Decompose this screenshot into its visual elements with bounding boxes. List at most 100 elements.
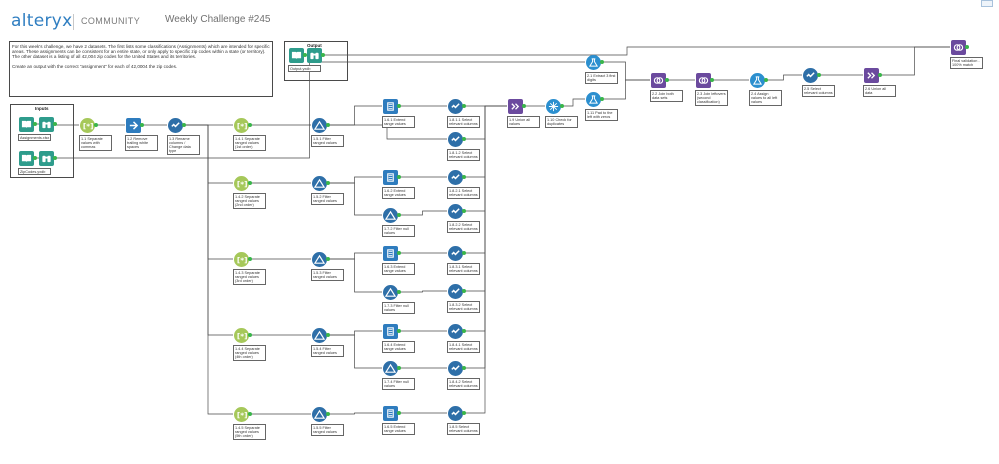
output-anchor[interactable] — [462, 209, 466, 213]
tool-g162[interactable] — [382, 169, 398, 185]
output-anchor[interactable] — [53, 122, 57, 126]
output-anchor[interactable] — [665, 78, 669, 82]
tool-t145[interactable]: [*] — [233, 406, 249, 422]
tool-t142[interactable]: [*] — [233, 175, 249, 191]
output-anchor[interactable] — [303, 53, 307, 57]
connection-f153-g163[interactable] — [327, 252, 382, 260]
output-anchor[interactable] — [326, 123, 330, 127]
output-anchor[interactable] — [462, 137, 466, 141]
tool-j22[interactable] — [650, 72, 666, 88]
output-anchor[interactable] — [326, 333, 330, 337]
output-anchor[interactable] — [878, 73, 882, 77]
output-anchor[interactable] — [462, 289, 466, 293]
output-anchor[interactable] — [397, 104, 401, 108]
tool-s1821[interactable] — [447, 169, 463, 185]
output-anchor[interactable] — [397, 329, 401, 333]
output-anchor[interactable] — [94, 123, 98, 127]
tool-s111[interactable] — [585, 91, 601, 107]
output-anchor[interactable] — [764, 78, 768, 82]
tool-s185[interactable] — [447, 405, 463, 421]
connection-f155-g165[interactable] — [327, 412, 382, 415]
tool-s21[interactable] — [585, 54, 601, 70]
tool-s1842[interactable] — [447, 360, 463, 376]
output-anchor[interactable] — [397, 251, 401, 255]
output-anchor[interactable] — [33, 156, 37, 160]
output-anchor[interactable] — [397, 213, 401, 217]
output-anchor[interactable] — [462, 411, 466, 415]
output-anchor[interactable] — [248, 123, 252, 127]
output-anchor[interactable] — [817, 73, 821, 77]
tool-s1811[interactable] — [447, 98, 463, 114]
output-anchor[interactable] — [462, 366, 466, 370]
connection-t13-t145[interactable] — [183, 124, 233, 415]
tool-s25[interactable] — [802, 67, 818, 83]
output-anchor[interactable] — [462, 175, 466, 179]
tool-t143[interactable]: [*] — [233, 251, 249, 267]
connection-f151-g161[interactable] — [327, 105, 382, 126]
tool-u110[interactable] — [545, 98, 561, 114]
output-anchor[interactable] — [140, 123, 144, 127]
tool-s1831[interactable] — [447, 245, 463, 261]
tool-s1832[interactable] — [447, 283, 463, 299]
tool-t13[interactable] — [167, 117, 183, 133]
output-anchor[interactable] — [326, 181, 330, 185]
tool-s1841[interactable] — [447, 323, 463, 339]
output-anchor[interactable] — [248, 412, 252, 416]
connection-out1-fv[interactable] — [304, 46, 950, 56]
tool-in2[interactable] — [18, 150, 34, 166]
tool-t11[interactable]: [*] — [79, 117, 95, 133]
tool-u19[interactable] — [507, 98, 523, 114]
tool-fv[interactable] — [950, 39, 966, 55]
connection-f153-nf173[interactable] — [327, 258, 382, 293]
output-anchor[interactable] — [182, 123, 186, 127]
tool-s24[interactable] — [749, 72, 765, 88]
output-anchor[interactable] — [710, 78, 714, 82]
output-anchor[interactable] — [248, 257, 252, 261]
tool-j23[interactable] — [695, 72, 711, 88]
output-anchor[interactable] — [462, 104, 466, 108]
connection-f154-g164[interactable] — [327, 330, 382, 336]
connection-u26-fv[interactable] — [879, 46, 950, 76]
output-anchor[interactable] — [462, 329, 466, 333]
output-anchor[interactable] — [248, 333, 252, 337]
output-anchor[interactable] — [600, 60, 604, 64]
tool-g161[interactable] — [382, 98, 398, 114]
output-anchor[interactable] — [326, 412, 330, 416]
tool-nf173[interactable] — [382, 284, 398, 300]
community-label[interactable]: COMMUNITY — [81, 16, 141, 26]
output-anchor[interactable] — [522, 104, 526, 108]
tool-out2[interactable] — [306, 47, 322, 63]
output-anchor[interactable] — [397, 290, 401, 294]
output-anchor[interactable] — [326, 257, 330, 261]
tool-t144[interactable]: [*] — [233, 327, 249, 343]
output-anchor[interactable] — [53, 156, 57, 160]
tool-s1812[interactable] — [447, 131, 463, 147]
connection-s24-s25[interactable] — [765, 74, 802, 81]
output-anchor[interactable] — [600, 97, 604, 101]
tool-s1822[interactable] — [447, 203, 463, 219]
output-anchor[interactable] — [462, 251, 466, 255]
output-anchor[interactable] — [248, 181, 252, 185]
tool-nf172[interactable] — [382, 207, 398, 223]
connection-f152-g162[interactable] — [327, 176, 382, 184]
tool-g163[interactable] — [382, 245, 398, 261]
output-anchor[interactable] — [397, 366, 401, 370]
tool-g165[interactable] — [382, 405, 398, 421]
connection-s21-j22[interactable] — [601, 61, 650, 81]
tool-g164[interactable] — [382, 323, 398, 339]
connection-f154-nf174[interactable] — [327, 334, 382, 369]
alteryx-logo[interactable]: alteryx — [11, 11, 73, 31]
tool-t12[interactable] — [125, 117, 141, 133]
tool-f153[interactable] — [311, 251, 327, 267]
menu-button[interactable] — [981, 0, 993, 7]
tool-in1[interactable] — [18, 116, 34, 132]
output-anchor[interactable] — [397, 175, 401, 179]
output-anchor[interactable] — [560, 104, 564, 108]
connection-f151-s1812[interactable] — [327, 124, 447, 140]
connection-s185-u19[interactable] — [463, 105, 507, 414]
output-anchor[interactable] — [321, 53, 325, 57]
tool-in1b[interactable] — [38, 116, 54, 132]
tool-f155[interactable] — [311, 406, 327, 422]
output-anchor[interactable] — [965, 45, 969, 49]
